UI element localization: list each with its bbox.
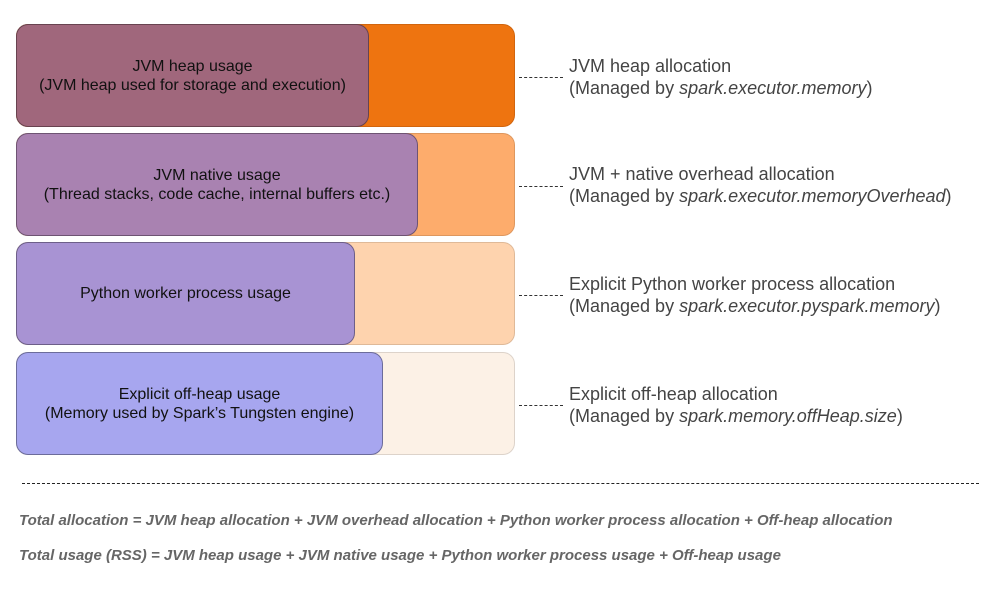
jvm-heap-usage-box: JVM heap usage (JVM heap used for storag… [16, 24, 369, 127]
python-worker-usage-box: Python worker process usage [16, 242, 355, 345]
python-worker-config-param: spark.executor.pyspark.memory [679, 296, 935, 316]
off-heap-usage-box: Explicit off-heap usage (Memory used by … [16, 352, 383, 455]
jvm-heap-managed-by: (Managed by spark.executor.memory) [569, 78, 873, 98]
python-worker-connector [519, 295, 563, 296]
python-worker-row: Python worker process usage [16, 242, 515, 345]
jvm-heap-allocation-label: JVM heap allocation (Managed by spark.ex… [569, 55, 872, 99]
off-heap-usage-title: Explicit off-heap usage [118, 385, 281, 403]
jvm-native-connector [519, 186, 563, 187]
off-heap-connector [519, 405, 563, 406]
off-heap-config-param: spark.memory.offHeap.size [679, 406, 897, 426]
total-allocation-formula: Total allocation = JVM heap allocation +… [19, 512, 893, 529]
jvm-native-usage-title: JVM native usage [153, 166, 281, 184]
jvm-overhead-allocation-title: JVM + native overhead allocation [569, 164, 835, 184]
jvm-overhead-config-param: spark.executor.memoryOverhead [679, 186, 946, 206]
total-usage-formula: Total usage (RSS) = JVM heap usage + JVM… [19, 547, 781, 564]
jvm-overhead-managed-by: (Managed by spark.executor.memoryOverhea… [569, 186, 952, 206]
jvm-heap-connector [519, 77, 563, 78]
jvm-overhead-allocation-label: JVM + native overhead allocation (Manage… [569, 163, 952, 207]
jvm-native-usage-description: (Thread stacks, code cache, internal buf… [43, 185, 391, 203]
jvm-native-row: JVM native usage (Thread stacks, code ca… [16, 133, 515, 236]
formula-divider [22, 483, 979, 484]
jvm-heap-allocation-title: JVM heap allocation [569, 56, 732, 76]
python-worker-allocation-label: Explicit Python worker process allocatio… [569, 273, 941, 317]
jvm-heap-config-param: spark.executor.memory [679, 78, 867, 98]
jvm-heap-row: JVM heap usage (JVM heap used for storag… [16, 24, 515, 127]
python-worker-usage-title: Python worker process usage [80, 285, 291, 302]
jvm-heap-usage-description: (JVM heap used for storage and execution… [39, 76, 346, 94]
off-heap-usage-description: (Memory used by Spark’s Tungsten engine) [44, 404, 355, 422]
off-heap-allocation-label: Explicit off-heap allocation (Managed by… [569, 383, 903, 427]
jvm-heap-usage-title: JVM heap usage [132, 57, 253, 75]
python-worker-managed-by: (Managed by spark.executor.pyspark.memor… [569, 296, 941, 316]
off-heap-allocation-title: Explicit off-heap allocation [569, 384, 778, 404]
jvm-native-usage-box: JVM native usage (Thread stacks, code ca… [16, 133, 418, 236]
off-heap-managed-by: (Managed by spark.memory.offHeap.size) [569, 406, 903, 426]
python-worker-allocation-title: Explicit Python worker process allocatio… [569, 274, 896, 294]
off-heap-row: Explicit off-heap usage (Memory used by … [16, 352, 515, 455]
